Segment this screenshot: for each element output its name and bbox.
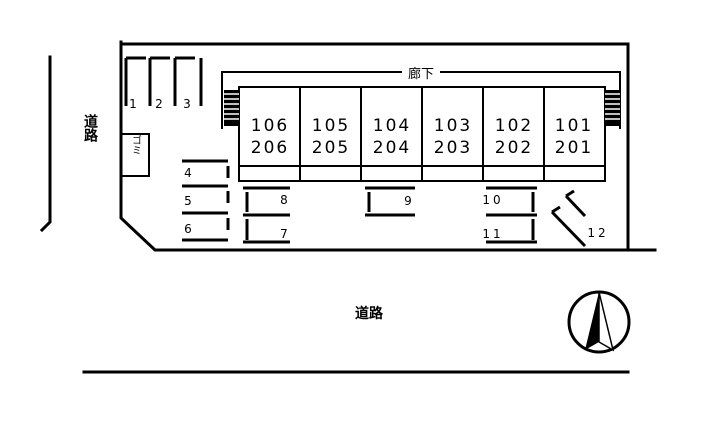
parking-space-label: 12 xyxy=(587,226,608,240)
unit-105: 105 205 xyxy=(312,116,350,158)
parking-space-label: 7 xyxy=(280,227,288,241)
parking-space-label: 10 xyxy=(482,193,503,207)
garbage-label: ゴミ xyxy=(130,134,141,155)
unit-number-upper: 104 xyxy=(373,116,411,136)
parking-space-label: 2 xyxy=(155,97,163,111)
parking-space-label: 5 xyxy=(184,194,192,208)
unit-number-lower: 201 xyxy=(555,138,593,158)
site-boundary xyxy=(119,40,657,252)
unit-number-upper: 103 xyxy=(434,116,472,136)
unit-number-lower: 204 xyxy=(373,138,411,158)
stairs-east-icon xyxy=(605,90,620,126)
road-label-west: 道路 xyxy=(82,113,98,142)
parking-space-label: 11 xyxy=(482,227,503,241)
parking-space-label: 3 xyxy=(183,97,191,111)
unit-number-lower: 203 xyxy=(434,138,472,158)
parking-space-label: 8 xyxy=(280,193,288,207)
unit-number-upper: 105 xyxy=(312,116,350,136)
road-label-south: 道路 xyxy=(355,305,384,322)
unit-number-upper: 106 xyxy=(251,116,289,136)
unit-number-lower: 202 xyxy=(495,138,533,158)
unit-106: 106 206 xyxy=(251,116,289,158)
unit-103: 103 203 xyxy=(434,116,472,158)
unit-101: 101 201 xyxy=(555,116,593,158)
parking-space-label: 1 xyxy=(129,97,137,111)
parking-space-label: 6 xyxy=(184,222,192,236)
unit-102: 102 202 xyxy=(495,116,533,158)
unit-104: 104 204 xyxy=(373,116,411,158)
site-boundary-north xyxy=(119,42,630,252)
parking-space-label: 9 xyxy=(404,194,412,208)
west-road-edge xyxy=(39,55,52,233)
garbage-station xyxy=(120,133,150,177)
unit-number-upper: 101 xyxy=(555,116,593,136)
north-arrow-icon xyxy=(567,290,631,354)
corridor-label: 廊下 xyxy=(408,66,434,82)
stairs-west-icon xyxy=(224,90,239,126)
unit-number-lower: 206 xyxy=(251,138,289,158)
parking-space-label: 4 xyxy=(184,166,192,180)
unit-number-upper: 102 xyxy=(495,116,533,136)
unit-number-lower: 205 xyxy=(312,138,350,158)
